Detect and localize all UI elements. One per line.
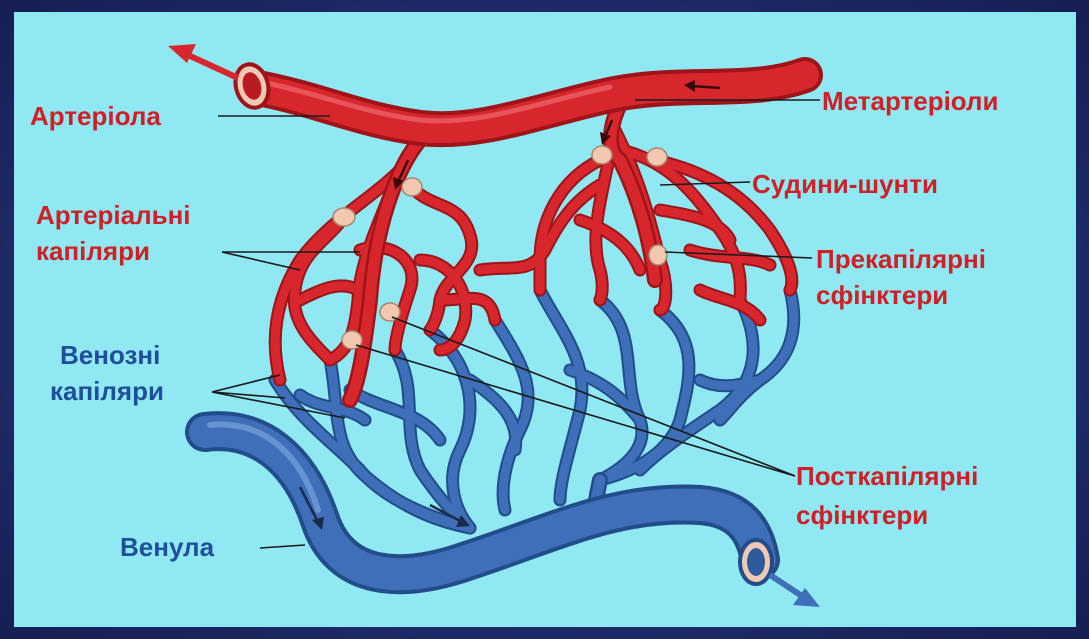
label-metarterioles: Метартеріоли <box>822 86 999 116</box>
label-precapillary-sphincters-line1: Прекапілярні <box>816 244 986 274</box>
label-arterial-capillaries-line2: капіляри <box>36 236 150 266</box>
venule-opening <box>740 540 772 584</box>
label-venous-capillaries-line1: Венозні <box>60 340 160 370</box>
label-postcapillary-sphincters-line2: сфінктери <box>796 500 928 530</box>
label-arteriole: Артеріола <box>30 101 161 131</box>
label-venule: Венула <box>120 532 215 562</box>
labels: Артеріола Метартеріоли Судини-шунти Арте… <box>30 86 999 562</box>
arteriole-vessel <box>258 75 805 129</box>
venule-outflow-arrow-icon <box>770 575 820 607</box>
label-venous-capillaries-line2: капіляри <box>50 376 164 406</box>
arteriole-outflow-arrow-icon <box>168 44 238 78</box>
label-shunt-vessels: Судини-шунти <box>752 169 938 199</box>
label-arterial-capillaries-line1: Артеріальні <box>36 200 191 230</box>
label-postcapillary-sphincters-line1: Посткапілярні <box>796 461 978 491</box>
label-precapillary-sphincters-line2: сфінктери <box>816 280 948 310</box>
arterial-capillary-network <box>275 95 792 400</box>
